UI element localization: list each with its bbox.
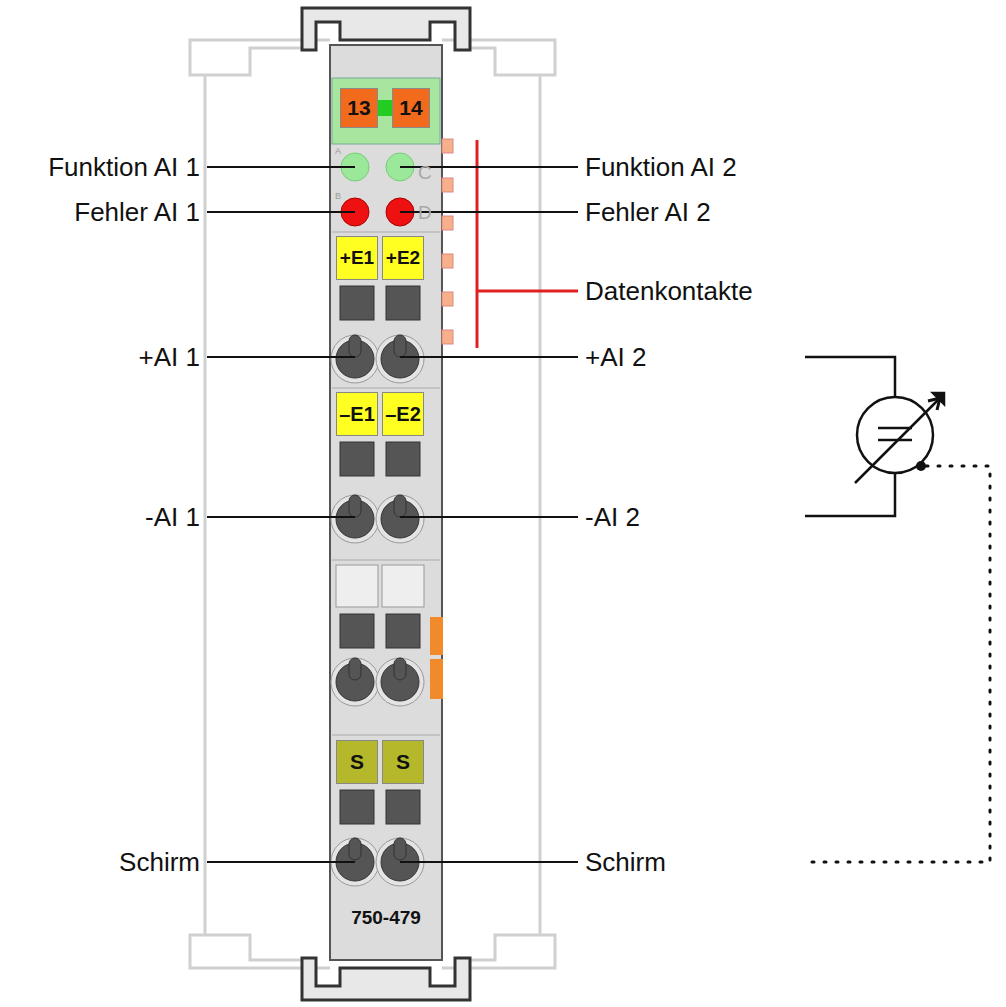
terminal-text: S: [396, 750, 410, 774]
pin-label: +AI 2: [585, 344, 646, 370]
led-letter: D: [418, 203, 432, 222]
pin-label: +AI 1: [139, 344, 200, 370]
pin-label: Schirm: [585, 849, 666, 875]
terminal-label: –E1: [336, 392, 378, 436]
terminal-text: +E1: [340, 247, 374, 269]
shield-label: S: [382, 740, 424, 784]
pin-label: Schirm: [119, 849, 200, 875]
terminal-text: 14: [399, 96, 422, 120]
terminal-label: +E2: [382, 236, 424, 280]
terminal-label: –E2: [382, 392, 424, 436]
terminal-label: +E1: [336, 236, 378, 280]
terminal-text: –E2: [385, 403, 421, 426]
callout-label: Fehler AI 1: [74, 199, 200, 225]
pin-label: -AI 1: [145, 504, 200, 530]
led-letter: A: [335, 147, 341, 156]
callout-label: Fehler AI 2: [585, 199, 711, 225]
terminal-number: 13: [340, 88, 378, 128]
terminal-text: +E2: [386, 247, 420, 269]
callout-label: Funktion AI 1: [48, 154, 200, 180]
terminal-text: S: [350, 750, 364, 774]
shield-label: S: [336, 740, 378, 784]
callout-label: Datenkontakte: [585, 278, 753, 304]
callout-label: Funktion AI 2: [585, 154, 737, 180]
pin-label: -AI 2: [585, 504, 640, 530]
terminal-text: –E1: [339, 403, 375, 426]
sensor-symbol: [805, 357, 944, 516]
terminal-module: 750-479 13 14 +E1 +E2 –E1 –E2S S: [330, 45, 442, 960]
terminal-text: 13: [347, 96, 370, 120]
terminal-number: 14: [392, 88, 430, 128]
led-letter: B: [335, 192, 341, 201]
led-letter: C: [418, 163, 432, 182]
part-number: 750-479: [330, 907, 442, 929]
